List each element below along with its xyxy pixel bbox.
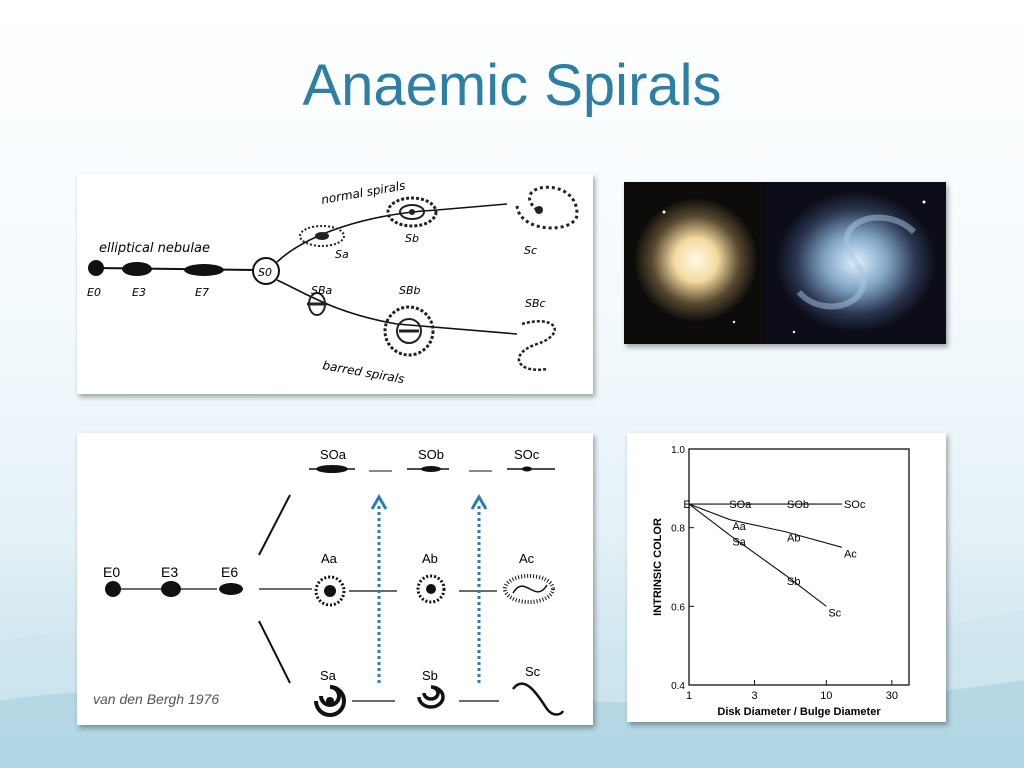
ac-galaxy bbox=[503, 574, 555, 604]
elliptical-nebulae-label: elliptical nebulae bbox=[99, 241, 210, 256]
sbc-label: SBc bbox=[525, 297, 546, 310]
intrinsic-color-chart: INTRINSIC COLOR Disk Diameter / Bulge Di… bbox=[652, 445, 910, 718]
x-tick-label: 3 bbox=[751, 690, 757, 702]
ab-label: Ab bbox=[422, 551, 438, 566]
van-den-bergh-panel: SOa SOb SOc E0 E3 E6 Aa Ab Ac bbox=[77, 433, 593, 725]
sc-galaxy bbox=[515, 185, 579, 230]
vdb-diagram: SOa SOb SOc E0 E3 E6 Aa Ab Ac bbox=[103, 447, 565, 717]
sb-label: Sb bbox=[422, 668, 438, 683]
x-tick-label: 1 bbox=[686, 690, 692, 702]
e0-label: E0 bbox=[103, 564, 120, 580]
arrow-b-to-sob bbox=[470, 494, 488, 683]
series-line bbox=[688, 503, 843, 548]
soa-galaxy bbox=[316, 465, 348, 473]
slide-title: Anaemic Spirals bbox=[302, 53, 722, 118]
e6-galaxy bbox=[219, 583, 243, 595]
y-tick-label: 0.8 bbox=[671, 524, 685, 535]
y-tick-label: 0.6 bbox=[671, 602, 685, 613]
y-axis-label: INTRINSIC COLOR bbox=[652, 518, 664, 616]
hubble-tuning-fork-panel: S0 elliptical nebulae E0 E3 E7 normal sp… bbox=[77, 174, 593, 394]
color-chart-panel: INTRINSIC COLOR Disk Diameter / Bulge Di… bbox=[627, 433, 946, 722]
sa-label: Sa bbox=[335, 248, 349, 261]
data-label: Sb bbox=[787, 576, 800, 588]
sc-galaxy bbox=[512, 682, 565, 716]
soc-label: SOc bbox=[514, 447, 540, 462]
soa-label: SOa bbox=[320, 447, 347, 462]
soc-galaxy bbox=[522, 466, 532, 472]
sa-label: Sa bbox=[320, 668, 337, 683]
sob-label: SOb bbox=[418, 447, 444, 462]
ab-galaxy bbox=[416, 574, 446, 604]
galaxy-photos bbox=[624, 182, 946, 344]
e0-galaxy bbox=[105, 581, 121, 597]
aa-label: Aa bbox=[321, 551, 338, 566]
data-label: Ac bbox=[844, 548, 857, 560]
data-label: Sc bbox=[828, 607, 841, 619]
sc-label: Sc bbox=[524, 244, 537, 257]
series-line bbox=[688, 503, 827, 607]
data-label: SOa bbox=[729, 499, 752, 511]
data-label: SOb bbox=[787, 499, 809, 511]
x-tick-label: 30 bbox=[886, 690, 898, 702]
sba-label: SBa bbox=[311, 284, 333, 297]
citation-credit: van den Bergh 1976 bbox=[93, 691, 220, 707]
e7-label: E7 bbox=[195, 286, 209, 299]
sa-galaxy bbox=[299, 225, 345, 247]
y-tick-label: 1.0 bbox=[671, 445, 685, 456]
hubble-diagram: S0 elliptical nebulae E0 E3 E7 normal sp… bbox=[87, 178, 579, 386]
aa-galaxy bbox=[314, 575, 346, 607]
x-tick-label: 10 bbox=[820, 690, 832, 702]
e3-label: E3 bbox=[132, 286, 146, 299]
e0-label: E0 bbox=[87, 286, 101, 299]
s0-circle bbox=[252, 257, 280, 285]
e3-label: E3 bbox=[161, 564, 178, 580]
sbc-galaxy bbox=[517, 320, 556, 372]
ac-label: Ac bbox=[519, 551, 535, 566]
x-axis-label: Disk Diameter / Bulge Diameter bbox=[717, 706, 881, 718]
sc-label: Sc bbox=[525, 664, 541, 679]
data-label: Aa bbox=[732, 521, 746, 533]
sba-galaxy bbox=[307, 292, 327, 316]
galaxy-photos-panel bbox=[624, 182, 946, 344]
start-label-e: E bbox=[683, 499, 690, 511]
barred-spirals-label: barred spirals bbox=[321, 358, 405, 386]
e6-label: E6 bbox=[221, 564, 238, 580]
s0-label: S0 bbox=[258, 266, 272, 279]
arrow-a-to-soa bbox=[370, 494, 388, 683]
e0-galaxy bbox=[88, 260, 104, 276]
data-label: Sa bbox=[732, 537, 746, 549]
e7-galaxy bbox=[184, 264, 224, 276]
sb-galaxy bbox=[417, 685, 445, 709]
data-label: Ab bbox=[787, 533, 800, 545]
e3-galaxy bbox=[122, 262, 152, 276]
sa-galaxy bbox=[314, 685, 346, 717]
sb-label: Sb bbox=[405, 232, 419, 245]
data-label: SOc bbox=[844, 499, 866, 511]
sb-galaxy bbox=[386, 196, 438, 228]
y-tick-label: 0.4 bbox=[671, 681, 685, 692]
sbb-label: SBb bbox=[399, 284, 421, 297]
sbb-galaxy bbox=[383, 305, 435, 357]
e3-galaxy bbox=[161, 581, 181, 597]
plot-frame bbox=[688, 448, 910, 686]
sob-galaxy bbox=[421, 466, 441, 472]
